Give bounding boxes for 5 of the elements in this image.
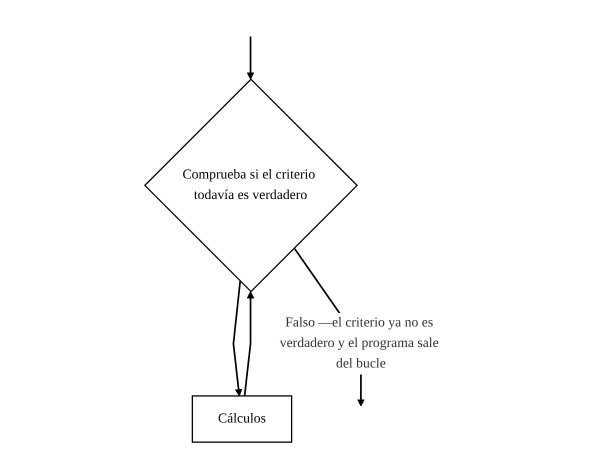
decision-diamond: Comprueba si el criterio todavía es verdadero xyxy=(144,78,358,292)
arrow xyxy=(244,291,255,396)
process-box: Cálculos xyxy=(192,395,293,443)
arrow xyxy=(232,281,243,396)
arrow xyxy=(247,36,255,80)
